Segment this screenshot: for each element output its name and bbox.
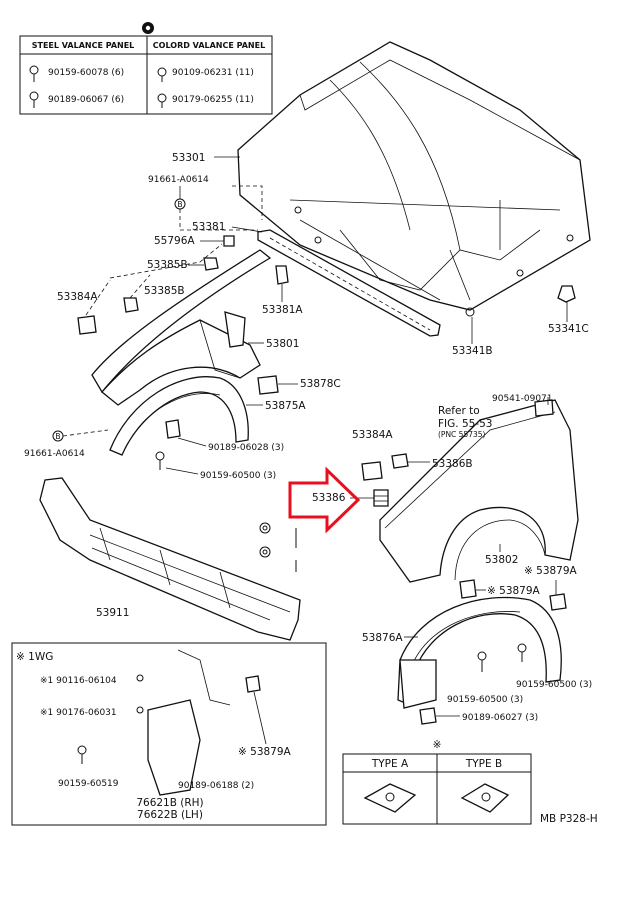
- label-91661-bottom: 91661-A0614: [24, 449, 85, 459]
- mudguard-label-p5: ※ 53879A: [238, 746, 292, 758]
- type-box: ※ TYPE A TYPE B: [342, 739, 532, 825]
- screw-icon: [29, 65, 167, 108]
- label-90159-60500-2: 90159-60500 (3): [447, 695, 523, 705]
- mudguard-box-title: ※ 1WG: [16, 651, 53, 663]
- bolt-90189-06027: [419, 707, 437, 725]
- clip-53879A-b: [459, 579, 477, 599]
- bolt-90189-06028: [165, 419, 181, 439]
- clip-53386B: [391, 453, 409, 469]
- label-refer-2: FIG. 55-53: [438, 418, 492, 430]
- hood-53301: [237, 41, 591, 317]
- mudguard-label-p2: ※1 90176-06031: [40, 708, 117, 718]
- label-53878C: 53878C: [300, 378, 341, 390]
- mudguard-label-p4: 90189-06188 (2): [178, 781, 254, 791]
- type-box-mark: ※: [433, 739, 442, 751]
- mudguard-box: ※ 1WG ※1 90116-06104 ※1 90176-06031 9015…: [11, 642, 327, 826]
- apron-53801: [91, 249, 272, 406]
- label-53341C: 53341C: [548, 323, 589, 335]
- label-refer-3: (PNC 55735): [438, 430, 486, 439]
- valance-53911: [39, 477, 301, 641]
- bolt-90159-60500-2: [477, 651, 487, 672]
- label-refer-1: Refer to: [438, 405, 480, 417]
- clip-53385B: [203, 257, 219, 271]
- type-b-header: TYPE B: [465, 758, 502, 770]
- label-53385B: 53385B: [147, 259, 188, 271]
- label-53385B-b: 53385B: [144, 285, 185, 297]
- label-90189-06027: 90189-06027 (3): [462, 713, 538, 723]
- label-53386B: 53386B: [432, 458, 473, 470]
- label-53801: 53801: [266, 338, 299, 350]
- clip-55796A: [223, 235, 235, 247]
- clip-type-b-icon: [460, 783, 510, 813]
- bracket-53384A-left: [77, 315, 97, 335]
- stopper-53341c: [557, 285, 576, 322]
- bolt-90159-60500-right: [517, 643, 527, 662]
- bracket-53878C: [257, 375, 279, 395]
- type-a-header: TYPE A: [371, 758, 409, 770]
- svg-text:B: B: [55, 432, 60, 441]
- seal-53381: [257, 229, 441, 337]
- nut-icon: [259, 522, 297, 572]
- footer-code: MB P328-H: [540, 813, 598, 825]
- label-53386: 53386: [312, 492, 346, 504]
- liner-53875A: [109, 376, 249, 456]
- mudguard-label-p7: 76622B (LH): [137, 809, 203, 821]
- mudguard-label-p3: 90159-60519: [58, 779, 119, 789]
- fender-53802: [379, 399, 579, 583]
- label-90189-06028: 90189-06028 (3): [208, 443, 284, 453]
- label-90159-60500-right: 90159-60500 (3): [516, 680, 592, 690]
- label-53879A-a: ※ 53879A: [524, 565, 578, 577]
- label-55796A: 55796A: [154, 235, 195, 247]
- table-cell-colord-2: 90179-06255 (11): [172, 95, 254, 105]
- label-53341B: 53341B: [452, 345, 493, 357]
- clip-type-a-icon: [363, 783, 417, 813]
- label-91661-top: 91661-A0614: [148, 175, 209, 185]
- label-90159-60500-left: 90159-60500 (3): [200, 471, 276, 481]
- label-53381A: 53381A: [262, 304, 303, 316]
- clip-53381A: [275, 265, 289, 285]
- bolt-90159-60500-left: [155, 451, 165, 470]
- clip-53385B-b: [123, 297, 139, 313]
- svg-text:B: B: [177, 200, 182, 209]
- clip-53879A-a: [549, 593, 567, 611]
- table-cell-steel-1: 90159-60078 (6): [48, 68, 124, 78]
- highlight-arrow: [288, 466, 361, 534]
- table-cell-steel-2: 90189-06067 (6): [48, 95, 124, 105]
- label-53381: 53381: [192, 221, 225, 233]
- label-53879A-b: ※ 53879A: [487, 585, 541, 597]
- label-53301: 53301: [172, 152, 205, 164]
- cushion-53386: [373, 489, 389, 507]
- label-90541: 90541-09071: [492, 394, 553, 404]
- table-cell-colord-1: 90109-06231 (11): [172, 68, 254, 78]
- liner-53876A: [397, 596, 562, 709]
- fastener-table: STEEL VALANCE PANEL COLORD VALANCE PANEL…: [19, 22, 273, 115]
- mudguard-label-p1: ※1 90116-06104: [40, 676, 117, 686]
- table-header-colord: COLORD VALANCE PANEL: [153, 41, 265, 50]
- label-53911: 53911: [96, 607, 129, 619]
- mudguard-label-p6: 76621B (RH): [136, 797, 203, 809]
- label-53875A: 53875A: [265, 400, 306, 412]
- label-53384A-left: 53384A: [57, 291, 98, 303]
- label-53802: 53802: [485, 554, 518, 566]
- bracket-53384A-right: [361, 461, 383, 481]
- label-53876A: 53876A: [362, 632, 403, 644]
- table-header-steel: STEEL VALANCE PANEL: [32, 41, 135, 50]
- label-53384A-right: 53384A: [352, 429, 393, 441]
